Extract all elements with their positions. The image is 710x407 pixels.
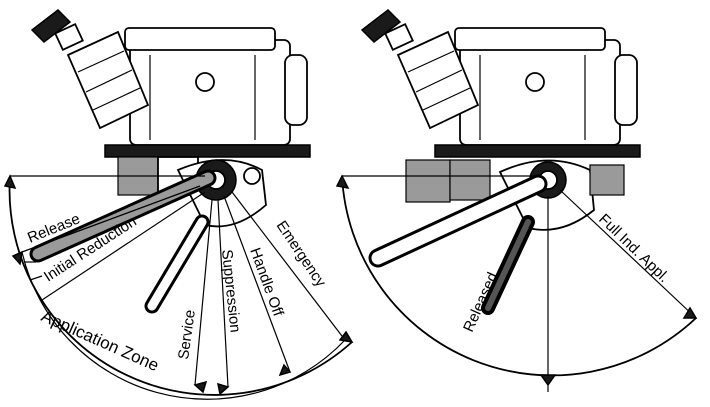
label-service: Service xyxy=(175,309,199,361)
left-valve-body xyxy=(129,39,291,146)
left-handle-positions xyxy=(3,174,354,400)
right-lower-housing xyxy=(405,159,451,203)
right-base-plate xyxy=(434,144,641,158)
right-valve-side-cap xyxy=(614,54,638,126)
left-regulator-knob-icon xyxy=(30,9,72,43)
left-valve-cover xyxy=(124,27,276,51)
label-suppression: Suppression xyxy=(218,249,244,334)
right-handle-positions xyxy=(335,174,698,392)
left-base-plate xyxy=(104,144,311,158)
label-emergency: Emergency xyxy=(273,218,330,291)
right-valve-assembly xyxy=(360,9,641,315)
right-position-arc xyxy=(341,175,697,377)
label-application-zone: Application Zone xyxy=(38,306,161,375)
left-valve-side-cap xyxy=(284,54,308,126)
label-full-ind-appl: Full Ind. Appl. xyxy=(595,211,672,286)
left-regulator xyxy=(30,9,150,130)
right-regulator-knob-icon xyxy=(360,9,402,43)
right-valve-body xyxy=(459,39,621,146)
left-valve-assembly xyxy=(29,9,311,314)
left-application-zone-arc xyxy=(8,175,353,396)
right-valve-bolt xyxy=(525,72,545,92)
right-valve-cover xyxy=(454,27,606,51)
left-inner-sector-arc xyxy=(21,251,346,400)
right-regulator xyxy=(360,9,480,130)
left-valve-bolt xyxy=(195,72,215,92)
